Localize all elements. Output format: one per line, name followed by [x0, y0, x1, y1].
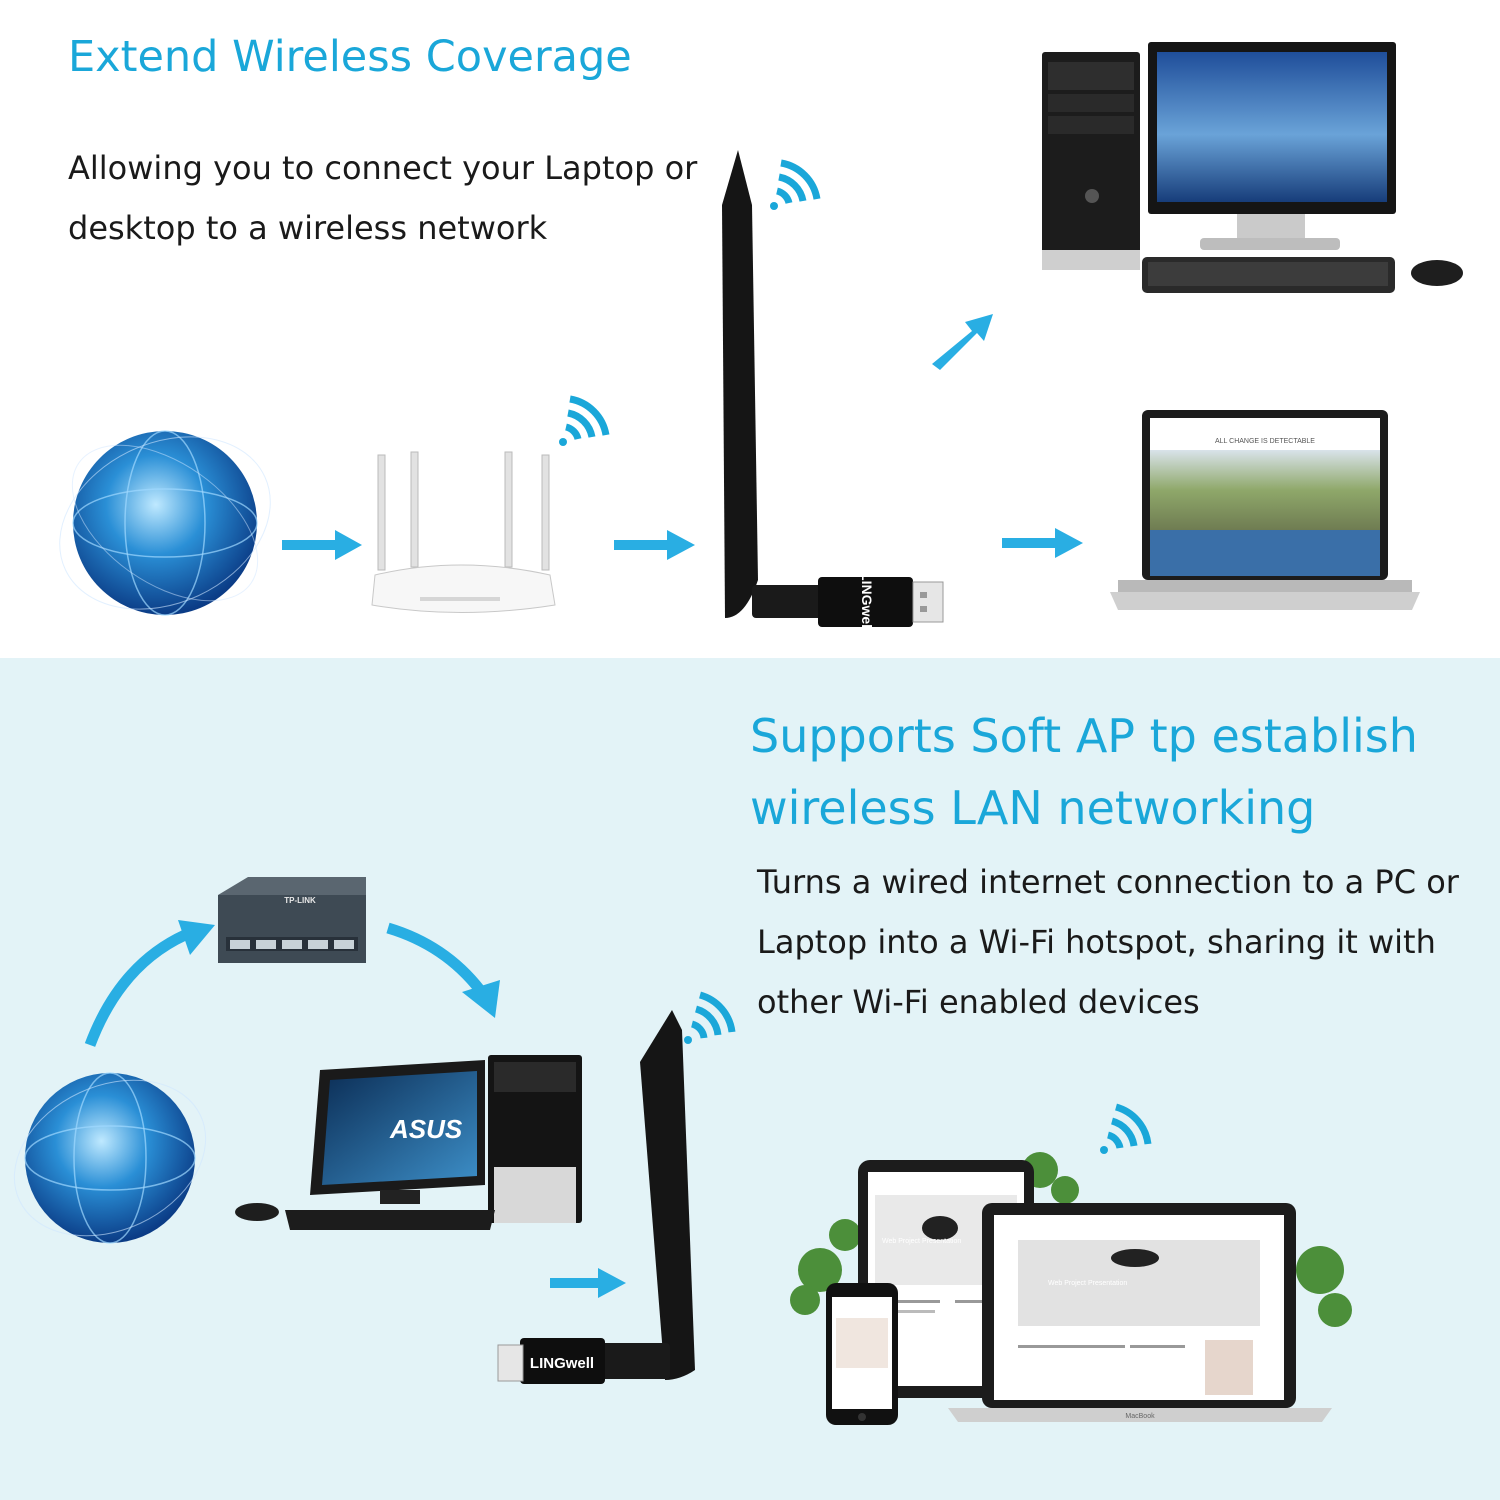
globe-icon [59, 430, 271, 616]
arrow-icon [386, 922, 500, 1018]
arrow-icon [1002, 528, 1083, 558]
desktop-pc-icon [1042, 42, 1463, 293]
usb-wifi-adapter-icon: LINGwell [497, 1010, 695, 1384]
laptop-model-label: MacBook [1125, 1413, 1155, 1420]
adapter-brand-label: LINGwell [859, 572, 875, 632]
coverage-title: Extend Wireless Coverage [68, 32, 632, 82]
arrow-icon [614, 530, 695, 560]
soft-ap-description: Turns a wired internet connection to a P… [757, 863, 1459, 1021]
coverage-description: Allowing you to connect your Laptop or d… [68, 149, 698, 247]
laptop-icon: Web Project Presentation MacBook [948, 1203, 1332, 1422]
router-icon [371, 451, 556, 613]
laptop-screen-headline-2: Web Project Presentation [1048, 1280, 1127, 1287]
arrow-icon [932, 314, 993, 370]
arrow-icon [282, 530, 362, 560]
soft-ap-title: Supports Soft AP tp establish wireless L… [750, 709, 1418, 835]
plant-decoration [790, 1152, 1352, 1327]
tablet-screen-headline: Web Project Presentation [882, 1238, 961, 1245]
arrow-icon [550, 1268, 626, 1298]
wifi-signal-icon [770, 159, 821, 210]
switch-brand-label: TP-LINK [284, 896, 316, 905]
laptop-screen-headline: ALL CHANGE IS DETECTABLE [1215, 438, 1315, 445]
smartphone-icon [826, 1283, 898, 1425]
adapter-brand-label: LINGwell [530, 1355, 594, 1372]
wifi-signal-icon [559, 395, 610, 446]
wifi-signal-icon [1100, 1103, 1152, 1154]
arrow-icon [84, 920, 215, 1047]
desktop-pc-icon: ASUS [235, 1055, 582, 1230]
network-switch-icon: TP-LINK [218, 877, 366, 963]
wifi-signal-icon [684, 991, 736, 1044]
globe-icon [13, 1072, 207, 1244]
laptop-icon: ALL CHANGE IS DETECTABLE [1110, 410, 1420, 610]
usb-wifi-adapter-icon: LINGwell [722, 150, 944, 632]
monitor-brand-label: ASUS [389, 1114, 463, 1144]
